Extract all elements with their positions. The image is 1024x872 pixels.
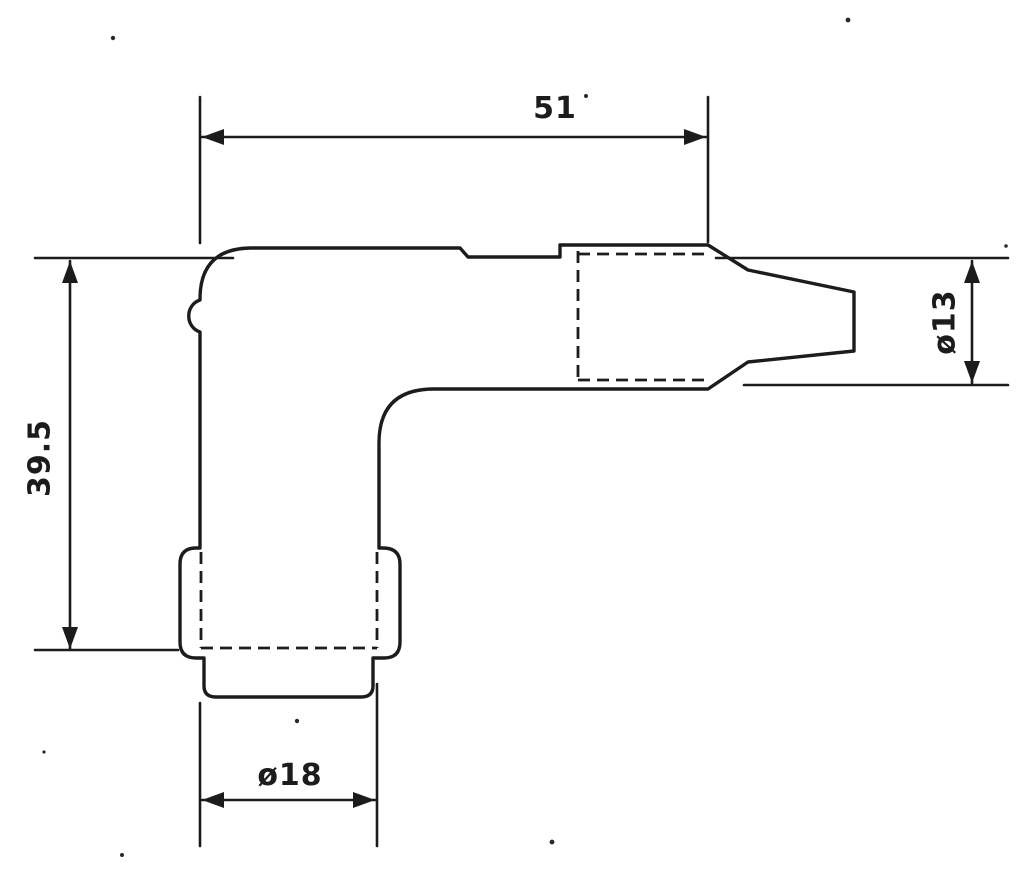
scan-speck bbox=[110, 35, 116, 41]
dim-label-right-diameter: ø13 bbox=[928, 289, 963, 354]
dimension-lines-group bbox=[62, 129, 980, 808]
arrowhead-bottom-right bbox=[353, 792, 375, 808]
scan-speck bbox=[294, 718, 300, 724]
hidden-lines-group bbox=[199, 251, 706, 650]
scan-speck bbox=[584, 94, 588, 98]
dimension-labels-group: 51 39.5 ø13 ø18 bbox=[23, 91, 963, 793]
dim-label-left-height: 39.5 bbox=[23, 419, 58, 497]
scan-speck bbox=[845, 17, 851, 23]
arrowhead-right-top bbox=[964, 261, 980, 283]
part-outline-group bbox=[178, 243, 856, 699]
scan-noise-group bbox=[42, 17, 1008, 857]
arrowhead-top-right bbox=[684, 129, 706, 145]
scan-speck bbox=[1004, 244, 1008, 248]
arrowhead-bottom-left bbox=[202, 792, 224, 808]
dim-label-bottom-diameter: ø18 bbox=[257, 758, 322, 793]
spark-plug-cap-outline bbox=[178, 243, 856, 699]
arrowhead-right-bottom bbox=[964, 361, 980, 383]
scan-speck bbox=[42, 750, 46, 754]
scan-speck bbox=[120, 853, 124, 857]
extension-lines-group bbox=[33, 95, 1010, 848]
dim-label-top-width: 51 bbox=[533, 91, 577, 126]
arrowhead-left-top bbox=[62, 261, 78, 283]
arrowhead-top-left bbox=[202, 129, 224, 145]
scan-speck bbox=[549, 839, 555, 845]
arrowhead-left-bottom bbox=[62, 627, 78, 649]
